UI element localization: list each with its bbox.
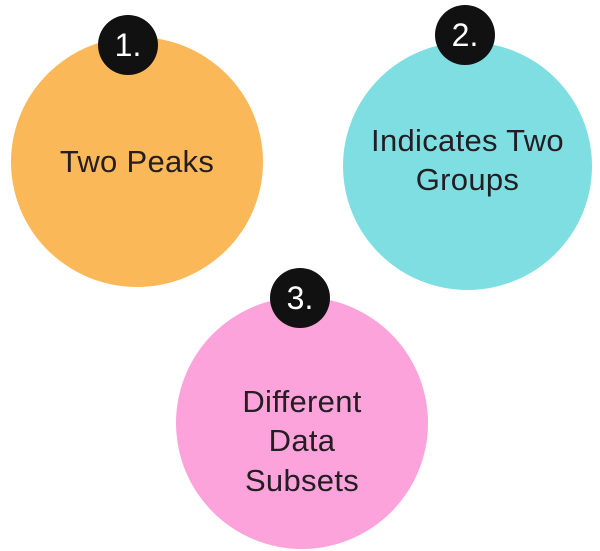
step-3-circle: Different Data Subsets [176,297,428,549]
step-2-label: Indicates Two Groups [371,122,564,197]
step-1-number-badge: 1. [98,15,158,75]
step-2-circle: Indicates Two Groups [343,42,592,290]
step-1-circle: Two Peaks [11,37,263,287]
step-3-label: Different Data Subsets [242,383,362,498]
step-1-number: 1. [114,26,142,63]
step-1-label: Two Peaks [59,144,215,180]
step-3-number: 3. [286,279,314,316]
step-2-number-badge: 2. [435,5,495,65]
step-2-number: 2. [451,16,479,53]
step-3-number-badge: 3. [270,268,330,328]
